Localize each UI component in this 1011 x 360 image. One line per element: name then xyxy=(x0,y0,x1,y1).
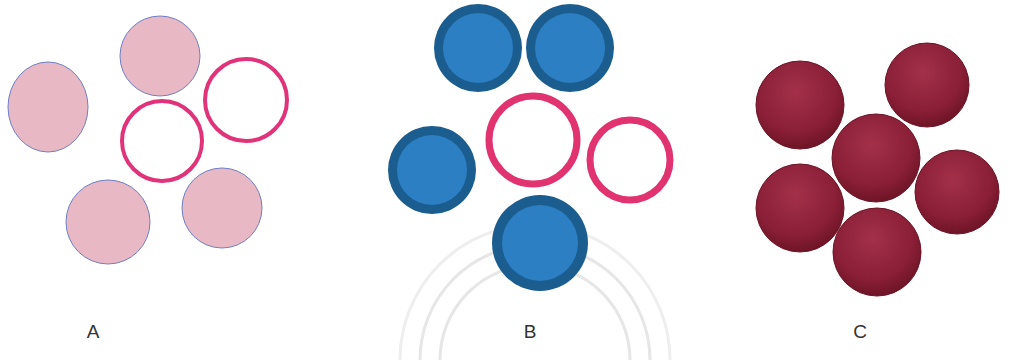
group-c xyxy=(756,43,999,296)
group-b xyxy=(388,4,670,291)
group-letter: C xyxy=(853,322,867,341)
group-letter: A xyxy=(87,322,100,341)
group-letter: B xyxy=(524,322,537,341)
group-a xyxy=(8,16,287,264)
